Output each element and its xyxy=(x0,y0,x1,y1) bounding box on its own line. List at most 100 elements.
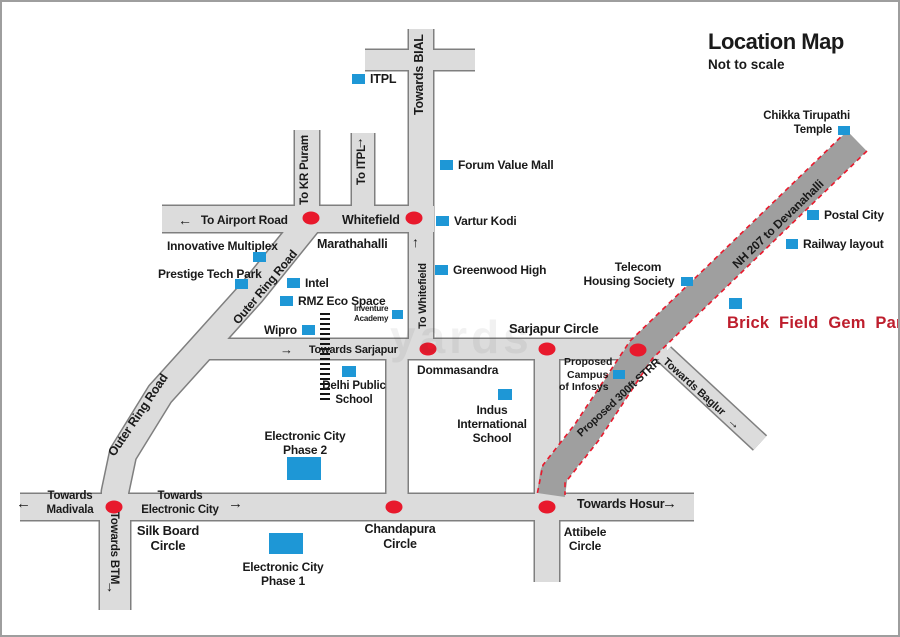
chandapura-line1: Chandapura xyxy=(364,522,436,536)
railway-layout-marker-icon xyxy=(786,239,798,249)
inventure-academy-text: Inventure Academy xyxy=(354,304,388,324)
vartur-kodi-label: Vartur Kodi xyxy=(454,214,517,228)
itpl-label: ITPL xyxy=(370,72,397,86)
junction-dot-silk-board xyxy=(105,500,123,514)
towards-sarjapur-label-text: Towards Sarjapur xyxy=(308,343,398,356)
road-baglur xyxy=(657,347,767,450)
junction-dot-to-whitefield-sarjapur xyxy=(419,342,437,356)
road-label-towards-bial: Towards BIAL xyxy=(412,34,426,115)
chikka-tirupathi-temple-marker-icon xyxy=(838,125,850,135)
highway-band xyxy=(537,130,867,497)
landmark-telecom-housing-society: Telecom Housing Society xyxy=(580,260,696,288)
silk-board-line1: Silk Board xyxy=(136,523,200,538)
dps-line2: School xyxy=(335,393,373,406)
landmark-rmz-eco-space: RMZ Eco Space xyxy=(280,294,386,308)
junction-dots xyxy=(105,211,647,514)
infosys-line2: Campus xyxy=(567,368,609,381)
landmark-brick-field-gem-park-label: Brick Field Gem Park xyxy=(727,314,900,332)
wipro-label: Wipro xyxy=(264,323,297,337)
itpl-up-arrow-icon: ↑ xyxy=(357,134,364,150)
road-label-towards-btm: Towards BTM xyxy=(108,511,120,585)
landmark-innovative-multiplex-label: Innovative Multiplex xyxy=(167,239,278,253)
road-label-to-airport-road: ← To Airport Road xyxy=(178,212,288,228)
highway-edge-left xyxy=(536,130,848,496)
road-label-towards-electronic-city: Towards Electronic City xyxy=(132,490,228,517)
landmark-itpl: ITPL xyxy=(352,72,396,86)
silk-board-line2: Circle xyxy=(150,538,186,554)
road-fills xyxy=(20,29,767,610)
road-label-dommasandra: Dommasandra xyxy=(417,363,499,377)
indus-line3: School xyxy=(472,431,512,446)
road-label-marathahalli: Marathahalli xyxy=(317,237,388,251)
map-title-block: Location Map Not to scale xyxy=(708,29,844,73)
infosys-line2-row: Campus xyxy=(567,368,626,382)
telecom-line1: Telecom xyxy=(614,260,662,274)
itpl-marker-icon xyxy=(352,74,365,84)
wipro-marker-icon xyxy=(301,325,315,335)
landmark-greenwood-high: Greenwood High xyxy=(435,263,546,277)
junction-dot-marathahalli xyxy=(302,211,320,225)
chikka-line2-row: Temple xyxy=(758,124,850,138)
chikka-line1: Chikka Tirupathi xyxy=(763,110,850,122)
attibele-line1: Attibele xyxy=(563,525,607,539)
madivala-left-arrow-icon: ← xyxy=(16,495,31,512)
vartur-kodi-marker-icon xyxy=(436,216,449,226)
landmark-electronic-city-phase-2-label: Electronic City Phase 2 xyxy=(264,429,346,457)
junction-dot-chandapura xyxy=(385,500,403,514)
infosys-line1: Proposed xyxy=(564,356,613,368)
watermark: yards xyxy=(390,311,533,363)
intel-marker-icon xyxy=(287,278,300,288)
road-label-to-kr-puram: To KR Puram xyxy=(299,135,311,205)
ec2-line2: Phase 2 xyxy=(283,443,327,458)
proposed-campus-of-infosys-marker-icon xyxy=(613,370,626,380)
airport-road-label-text: To Airport Road xyxy=(200,213,288,227)
landmark-electronic-city-phase-1-label: Electronic City Phase 1 xyxy=(242,560,324,588)
rmz-eco-space-marker-icon xyxy=(280,296,293,306)
airport-left-arrow-icon: ← xyxy=(178,212,192,228)
page-title: Location Map xyxy=(708,29,844,54)
road-label-to-itpl: To ITPL xyxy=(356,145,368,185)
inventure-line2: Academy xyxy=(354,314,389,323)
road-label-towards-sarjapur: → Towards Sarjapur xyxy=(280,342,398,357)
highway-edge-right xyxy=(564,150,868,495)
sarjapur-right-arrow-icon: → xyxy=(280,342,293,357)
ec1-line2: Phase 1 xyxy=(261,574,305,589)
delhi-public-school-marker-icon xyxy=(342,366,356,377)
ec1-line1: Electronic City xyxy=(242,560,324,574)
postal-city-label: Postal City xyxy=(824,208,884,222)
electronic-city-phase-2-marker xyxy=(287,457,321,480)
innovative-multiplex-marker-icon xyxy=(253,252,266,262)
junction-dot-whitefield xyxy=(405,211,423,225)
landmark-chikka-tirupathi-temple: Chikka Tirupathi Temple xyxy=(758,110,850,137)
railway-layout-label: Railway layout xyxy=(803,237,884,251)
forum-value-mall-marker-icon xyxy=(440,160,453,170)
indus-line1: Indus xyxy=(476,403,508,417)
brick-field-gem-park-marker-icon xyxy=(729,298,742,309)
towards-madivala-line1: Towards xyxy=(47,490,93,502)
indus-international-school-marker-icon xyxy=(498,389,512,400)
highway-nh207-strr xyxy=(536,130,868,497)
rmz-eco-space-label: RMZ Eco Space xyxy=(298,294,386,308)
landmark-wipro: Wipro xyxy=(264,323,315,337)
road-label-silk-board-circle: Silk Board Circle xyxy=(128,523,208,554)
btm-down-arrow-icon: ↓ xyxy=(106,578,113,594)
road-label-towards-madivala: Towards Madivala xyxy=(32,490,108,517)
road-label-chandapura-circle: Chandapura Circle xyxy=(358,522,442,552)
greenwood-high-label: Greenwood High xyxy=(453,263,547,277)
inventure-line1: Inventure xyxy=(354,304,389,313)
landmark-postal-city: Postal City xyxy=(807,208,884,222)
landmark-inventure-academy: Inventure Academy xyxy=(354,304,404,324)
prestige-tech-park-marker-icon xyxy=(235,279,248,289)
postal-city-marker-icon xyxy=(807,210,819,220)
forum-value-mall-label: Forum Value Mall xyxy=(458,158,554,172)
road-outer-ring xyxy=(102,210,322,507)
road-label-towards-hosur: Towards Hosur xyxy=(577,497,665,511)
junction-dot-highway-crossing xyxy=(629,343,647,357)
page-subtitle: Not to scale xyxy=(708,57,785,73)
junction-dot-sarjapur-circle xyxy=(538,342,556,356)
intel-label: Intel xyxy=(305,276,329,290)
electronic-city-right-arrow-icon: → xyxy=(228,495,243,512)
electronic-city-phase-1-marker xyxy=(269,533,303,554)
dps-line1: Delhi Public xyxy=(322,380,386,392)
